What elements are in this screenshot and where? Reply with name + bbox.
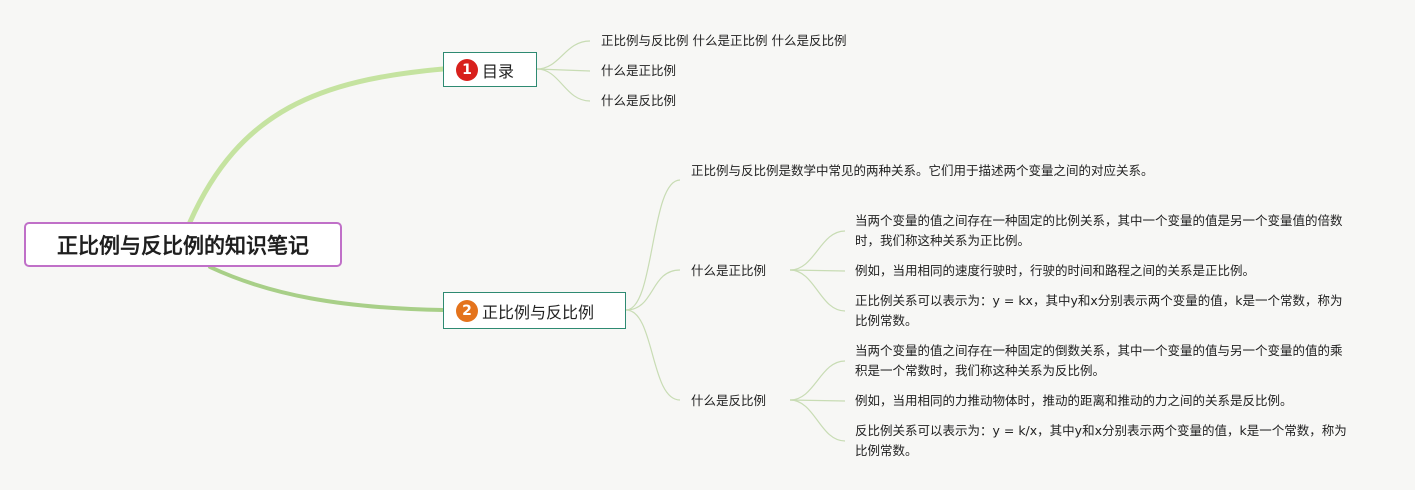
direct-detail[interactable]: 正比例关系可以表示为：y = kx，其中y和x分别表示两个变量的值，k是一个常数… (855, 293, 1343, 328)
branch-label: 正比例与反比例 (482, 302, 595, 322)
inverse-detail[interactable]: 反比例关系可以表示为：y = k/x，其中y和x分别表示两个变量的值，k是一个常… (855, 423, 1347, 458)
toc-item[interactable]: 什么是反比例 (601, 93, 677, 108)
link-toc-child-3 (536, 68, 591, 102)
topic-inverse-proportion[interactable]: 什么是反比例 (691, 393, 767, 408)
intro-text[interactable]: 正比例与反比例是数学中常见的两种关系。它们用于描述两个变量之间的对应关系。 (691, 163, 1154, 178)
link-topic-direct (625, 269, 681, 311)
link-direct-detail-1 (789, 230, 846, 271)
number-badge-2: 2 (456, 299, 478, 322)
toc-item[interactable]: 什么是正比例 (601, 63, 677, 78)
link-toc-child-2 (536, 68, 591, 72)
number-badge-1: 1 (456, 58, 478, 81)
link-toc-child-1 (536, 40, 591, 70)
link-inverse-detail-1 (789, 360, 846, 401)
inverse-detail[interactable]: 当两个变量的值之间存在一种固定的倒数关系，其中一个变量的值与另一个变量的值的乘积… (855, 343, 1343, 378)
link-inverse-detail-3 (789, 399, 846, 442)
toc-sublinks (536, 40, 591, 102)
root-title: 正比例与反比例的知识笔记 (57, 233, 309, 258)
link-topic-inverse (625, 309, 681, 401)
topic-sublinks (625, 179, 846, 442)
link-direct-detail-2 (789, 269, 846, 272)
link-inverse-detail-2 (789, 399, 846, 402)
root-topic[interactable]: 正比例与反比例的知识笔记 (24, 222, 342, 267)
branch-label: 目录 (482, 61, 515, 81)
direct-detail[interactable]: 例如，当用相同的速度行驶时，行驶的时间和路程之间的关系是正比例。 (855, 263, 1256, 278)
link-topic-intro (625, 179, 681, 311)
link-root-to-toc (187, 66, 446, 225)
branch-proportion[interactable]: 2 正比例与反比例 (443, 292, 626, 329)
direct-detail[interactable]: 当两个变量的值之间存在一种固定的比例关系，其中一个变量的值是另一个变量值的倍数时… (855, 213, 1343, 248)
inverse-detail[interactable]: 例如，当用相同的力推动物体时，推动的距离和推动的力之间的关系是反比例。 (855, 393, 1293, 408)
branch-toc[interactable]: 1 目录 (443, 52, 537, 87)
toc-item[interactable]: 正比例与反比例 什么是正比例 什么是反比例 (601, 33, 847, 48)
link-direct-detail-3 (789, 269, 846, 312)
topic-direct-proportion[interactable]: 什么是正比例 (691, 263, 767, 278)
link-root-to-topic (208, 265, 445, 312)
